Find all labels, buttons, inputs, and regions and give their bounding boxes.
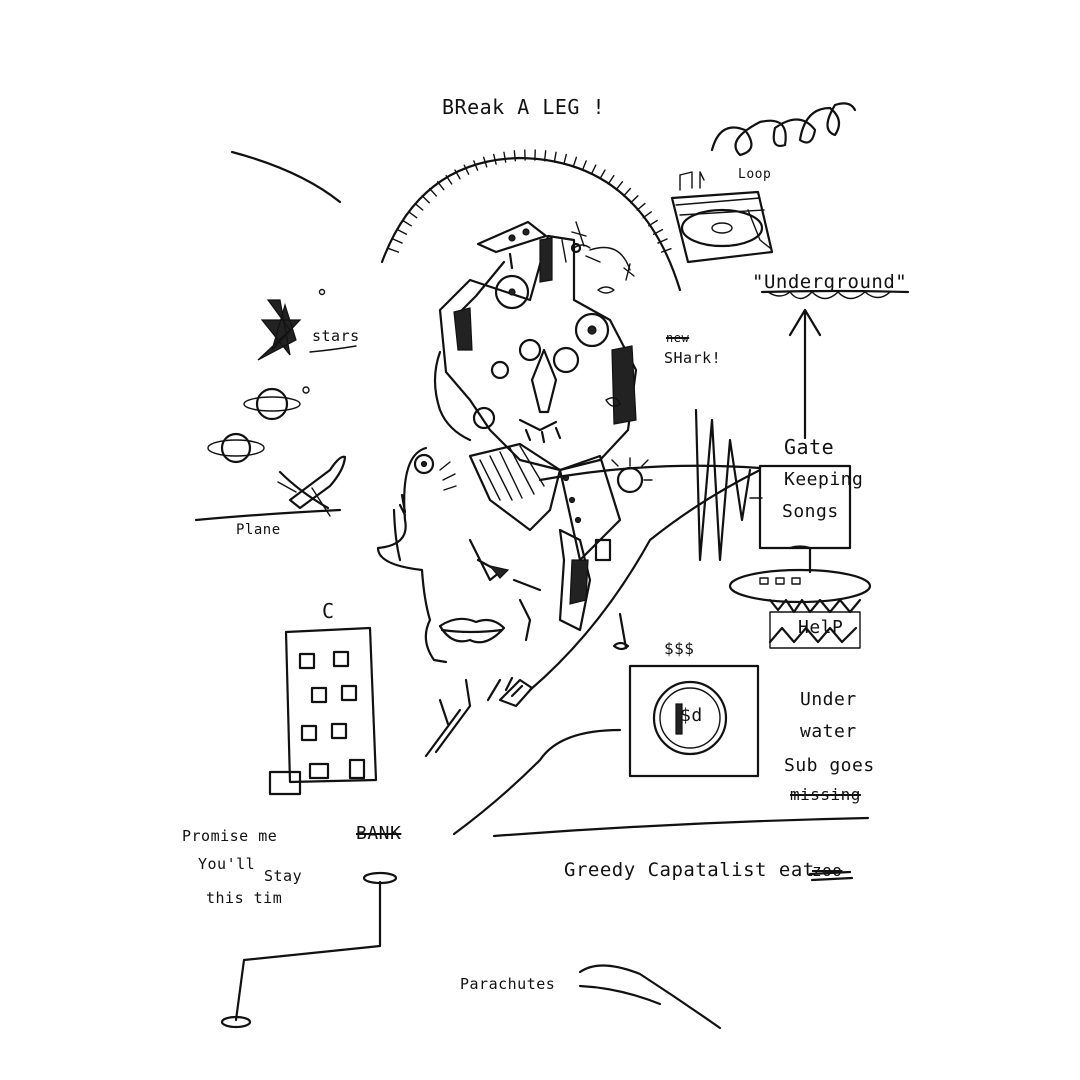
under-label: Under (800, 689, 857, 710)
help-label: HelP (798, 617, 844, 638)
star-scribble (257, 299, 302, 361)
gate-sign-box (758, 464, 852, 550)
break-a-leg-label: BReak A LEG ! (442, 95, 606, 119)
tick-mark (402, 219, 412, 227)
building-icon (268, 626, 378, 796)
water-label: water (800, 721, 857, 742)
abstract-face-cluster (433, 220, 653, 651)
eye-lashes (439, 461, 457, 491)
tick-mark (599, 169, 606, 180)
tick-mark (392, 238, 403, 244)
tick-mark (445, 174, 453, 185)
building-letter-label: C (322, 599, 335, 623)
planet-icon (243, 387, 301, 421)
lips-icon (438, 617, 506, 644)
top-left-arc (230, 150, 342, 204)
tick-mark (648, 219, 658, 227)
missing-label: missing (790, 785, 861, 804)
airplane-icon (194, 455, 347, 522)
planet-icon (207, 432, 265, 464)
tick-mark (414, 202, 424, 211)
tick-mark (421, 195, 430, 204)
bank-label: BANK (356, 823, 402, 844)
tick-marks (388, 149, 672, 253)
tick-mark (630, 195, 639, 204)
tick-arc (380, 156, 682, 292)
tick-mark (553, 151, 557, 163)
tick-mark (436, 181, 445, 191)
tick-mark (642, 211, 653, 219)
hand-scribble (424, 678, 502, 758)
lower-ground-line (492, 816, 870, 838)
tick-mark (636, 202, 646, 211)
new-label: new (666, 331, 690, 345)
tick-mark (454, 169, 461, 180)
shark-label: SHark! (664, 349, 722, 367)
tick-mark (473, 160, 479, 171)
tick-mark (407, 211, 418, 219)
gate-label: Gate (784, 435, 835, 459)
zigzag-scribble (694, 408, 752, 562)
loop-label: Loop (738, 167, 772, 182)
promise-line2-label: You'll (198, 855, 256, 873)
head-back-line (392, 508, 402, 562)
tick-mark (581, 160, 587, 171)
promise-stay-label: Stay (264, 867, 303, 885)
underground-strike (760, 289, 910, 294)
up-arrow (788, 308, 822, 440)
music-note-icon (679, 171, 705, 191)
tick-mark (503, 151, 507, 163)
post-top-icon (362, 871, 398, 885)
tick-mark (590, 164, 597, 175)
promise-line3-label: this tim (206, 889, 283, 907)
sub-goes-label: Sub goes (784, 755, 875, 776)
tick-mark (563, 153, 567, 165)
spiral-loop (710, 102, 857, 157)
parachute-curve (578, 964, 722, 1030)
tick-mark (607, 174, 615, 185)
head-profile-outline (376, 446, 448, 664)
stars-label: stars (312, 327, 360, 345)
greedy-capitalist-label: Greedy Capatalist eat (564, 859, 815, 881)
record-player-icon (670, 190, 774, 264)
submarine-icon (728, 545, 872, 649)
tick-mark (396, 228, 408, 235)
tick-mark (493, 153, 497, 165)
promise-line1-label: Promise me (182, 827, 278, 845)
underground-swirl (767, 291, 891, 300)
songs-label: Songs (782, 501, 839, 522)
small-dot-icon (318, 288, 326, 296)
tick-mark (615, 181, 624, 191)
tick-mark (622, 187, 632, 197)
eye-icon (413, 453, 435, 475)
zoo-label: zoo (812, 861, 843, 880)
tick-mark (388, 247, 400, 253)
small-dot-icon (302, 386, 310, 394)
tick-mark (543, 150, 547, 162)
tick-mark (482, 156, 488, 168)
post-bottom-icon (220, 1015, 252, 1029)
tick-mark (463, 164, 470, 175)
tick-mark (572, 156, 578, 168)
parachutes-label: Parachutes (460, 975, 556, 993)
keeping-label: Keeping (784, 469, 864, 490)
eye-pupil-icon (420, 460, 428, 468)
tick-mark (657, 238, 668, 244)
zoo-strike (808, 870, 854, 882)
coin-dollar-label: $d (680, 705, 703, 726)
dollars-label: $$$ (664, 639, 695, 658)
arm-hand (498, 676, 534, 708)
ground-line (452, 728, 622, 836)
sign-post-line (234, 880, 382, 1022)
stars-underline (309, 345, 357, 353)
underground-label: "Underground" (752, 271, 908, 293)
plane-label: Plane (236, 522, 281, 538)
framed-coin-icon (628, 664, 760, 778)
parachute-curve (578, 984, 662, 1006)
tick-mark (513, 150, 517, 162)
tick-mark (428, 187, 438, 197)
tick-mark (652, 228, 664, 235)
tick-mark (660, 247, 672, 253)
